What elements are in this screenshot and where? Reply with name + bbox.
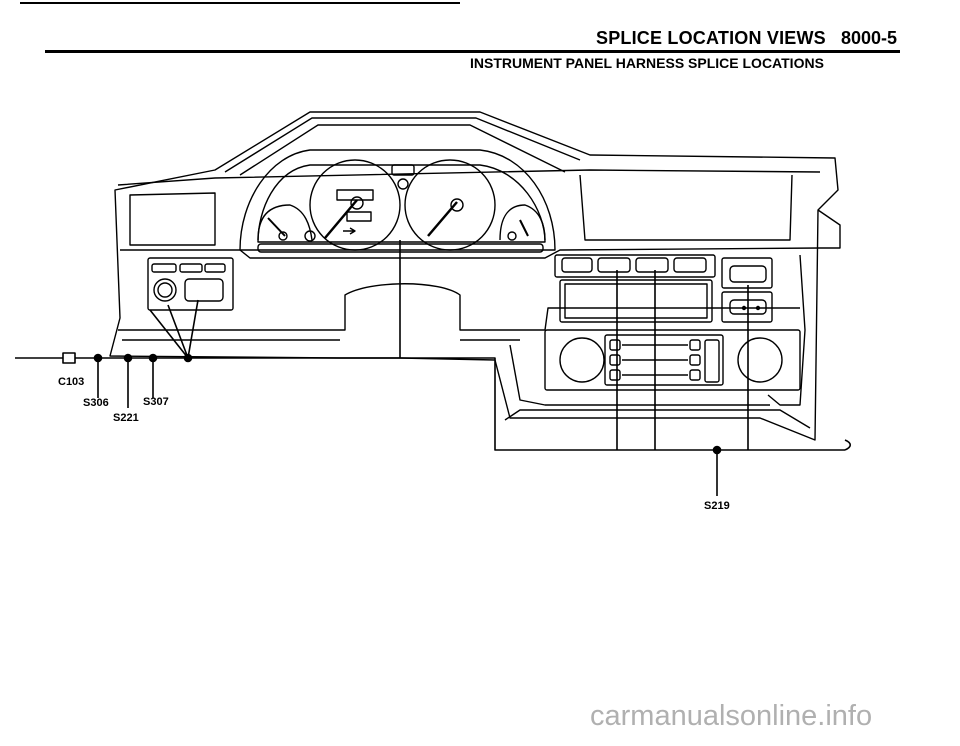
fuel-gauge (257, 204, 313, 241)
label-s219: S219 (704, 500, 730, 512)
left-switch-panel (147, 257, 234, 311)
wiring-harness (15, 240, 852, 496)
tachometer-gauge (309, 159, 401, 251)
page-title: SPLICE LOCATION VIEWS (596, 28, 826, 48)
splice-dot-s306 (93, 353, 103, 363)
splice-dot-s219 (712, 445, 722, 455)
left-air-vent (559, 337, 605, 383)
top-rule (20, 2, 460, 4)
label-s221: S221 (113, 412, 139, 424)
watermark: carmanualsonline.info (590, 700, 873, 732)
label-s306: S306 (83, 397, 109, 409)
instrument-cluster (239, 149, 556, 253)
splice-dot-s221 (123, 353, 133, 363)
temp-gauge (499, 204, 546, 241)
c103-connector-symbol (62, 352, 76, 364)
right-air-vent (737, 337, 783, 383)
label-s307: S307 (143, 396, 169, 408)
dashboard-outline (109, 111, 841, 441)
splice-dot-harness (183, 353, 193, 363)
center-console (544, 254, 801, 391)
speedometer-gauge (404, 159, 496, 251)
diagram-subtitle: INSTRUMENT PANEL HARNESS SPLICE LOCATION… (470, 55, 824, 71)
header-rule (45, 50, 900, 53)
splice-dot-s307 (148, 353, 158, 363)
label-c103: C103 (58, 376, 85, 388)
page-number: 8000-5 (841, 28, 898, 48)
